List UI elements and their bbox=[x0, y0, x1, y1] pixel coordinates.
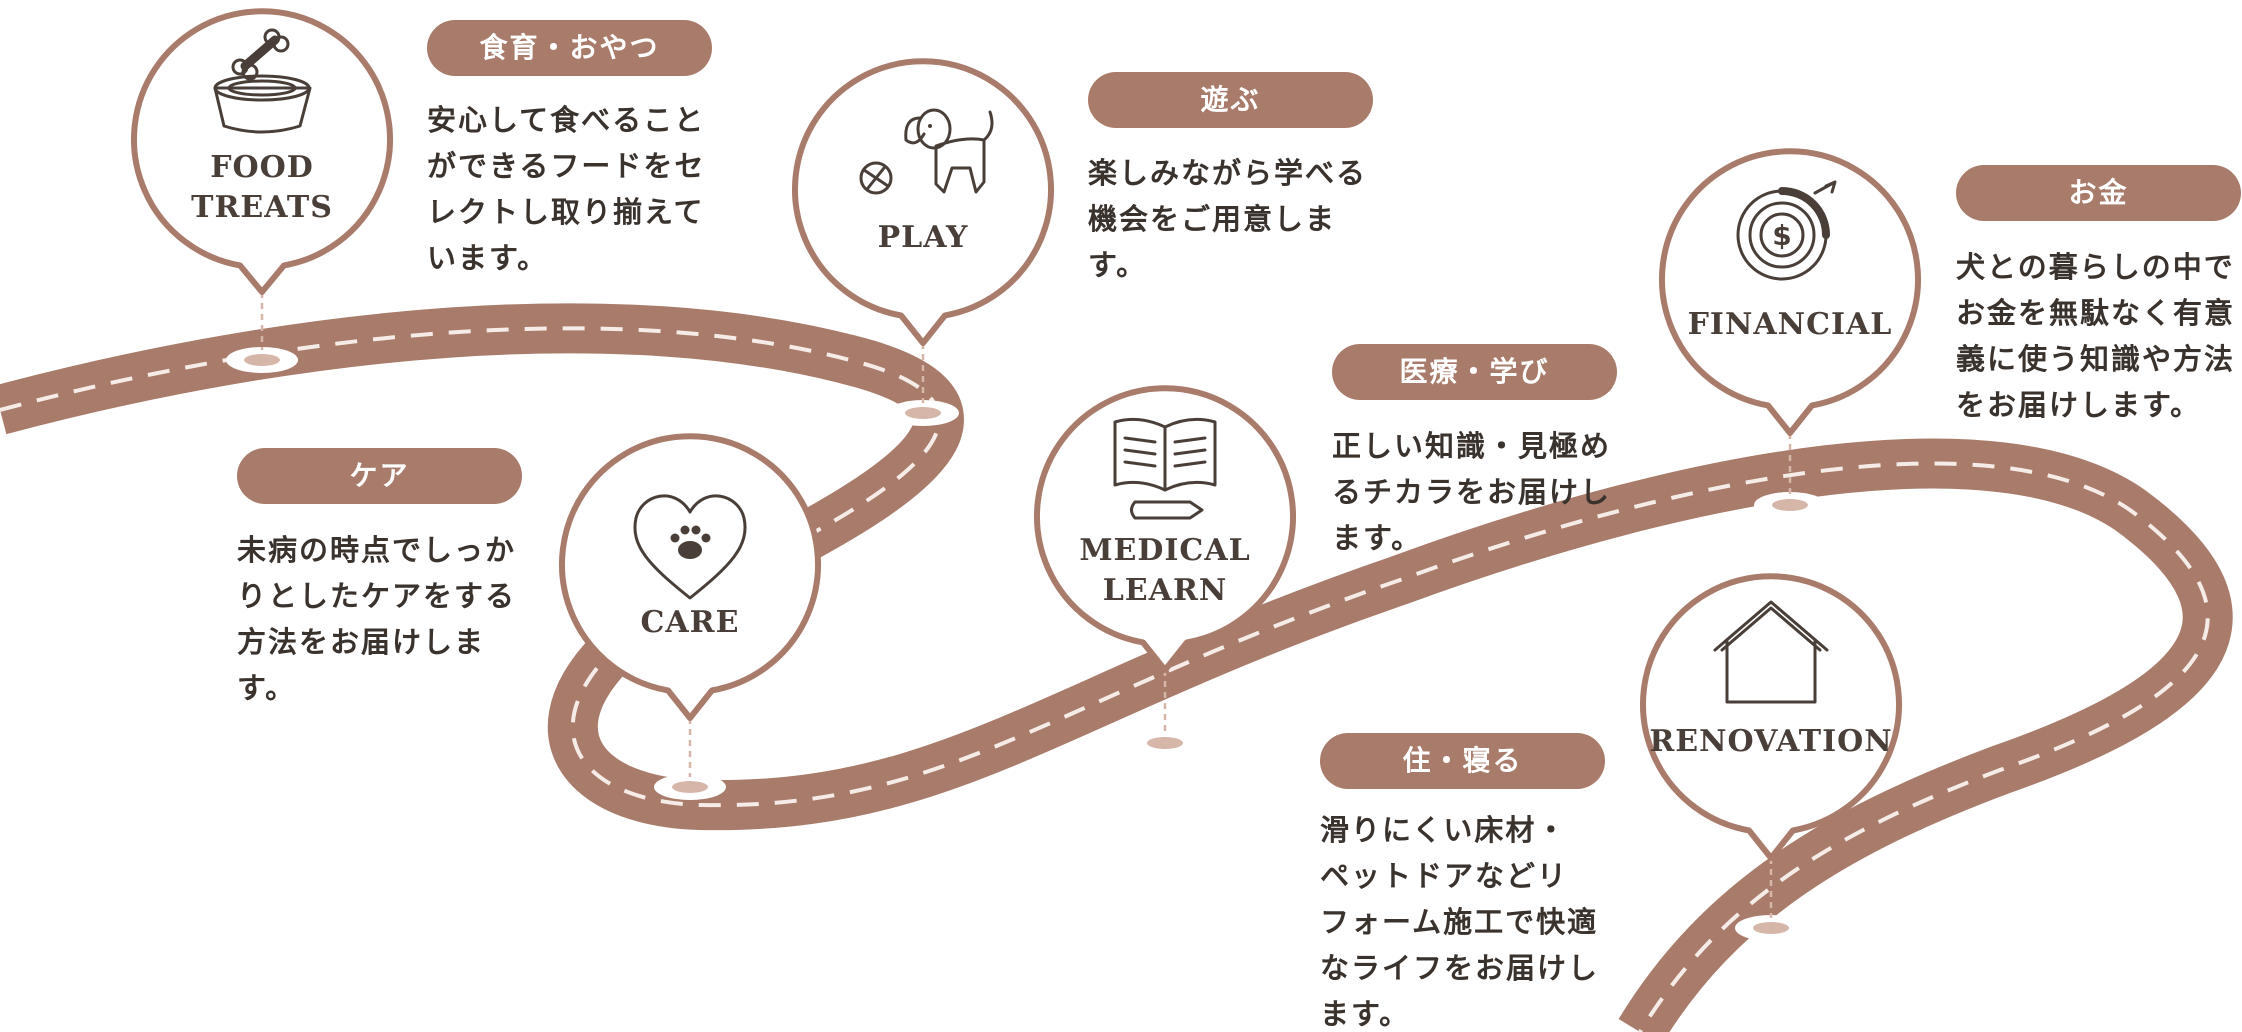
stop-label-play: PLAY bbox=[878, 218, 969, 258]
pin-play bbox=[792, 58, 1054, 346]
stop-label-line: FOOD bbox=[210, 150, 314, 185]
stop-label-line: FINANCIAL bbox=[1687, 307, 1893, 342]
category-pill-medical: 医療・学び bbox=[1332, 344, 1617, 400]
pin-food bbox=[131, 8, 393, 295]
description-line: ます。 bbox=[1332, 521, 1423, 555]
description-line: ペットドアなどリ bbox=[1320, 859, 1569, 893]
marker-care bbox=[654, 774, 726, 800]
stop-label-food: FOOD TREATS bbox=[191, 148, 333, 228]
description-line: 安心して食べること bbox=[427, 103, 706, 137]
stop-label-line: CARE bbox=[640, 605, 740, 640]
stop-label-line: RENOVATION bbox=[1649, 724, 1893, 759]
heart-paw-icon bbox=[633, 494, 747, 600]
pin-financial bbox=[1659, 148, 1921, 436]
road-center-dashes bbox=[0, 326, 2210, 1032]
open-book-icon bbox=[1113, 417, 1217, 520]
dog-with-ball-icon bbox=[859, 108, 994, 195]
category-pill-care: ケア bbox=[237, 448, 522, 504]
description-line: す。 bbox=[237, 671, 297, 705]
stop-label-financial: FINANCIAL bbox=[1688, 305, 1893, 345]
stop-label-care: CARE bbox=[641, 603, 740, 643]
description-line: フォーム施工で快適 bbox=[1320, 905, 1599, 939]
pin-medical bbox=[1034, 385, 1296, 673]
description-line: 方法をお届けしま bbox=[237, 625, 486, 659]
stop-label-medical: MEDICAL LEARN bbox=[1079, 531, 1250, 611]
pin-renovation bbox=[1640, 573, 1902, 861]
stop-label-line: MEDICAL bbox=[1079, 533, 1251, 568]
pin-connectors bbox=[260, 292, 1792, 918]
svg-text:$: $ bbox=[1772, 219, 1791, 252]
category-pill-financial: お金 bbox=[1956, 165, 2241, 221]
description-line: 未病の時点でしっか bbox=[237, 533, 517, 567]
marker-medical bbox=[1129, 730, 1201, 756]
house-icon bbox=[1713, 600, 1829, 704]
stop-label-line: TREATS bbox=[191, 190, 333, 225]
marker-financial bbox=[1754, 492, 1826, 518]
stop-label-renovation: RENOVATION bbox=[1649, 722, 1892, 762]
category-pill-renovation: 住・寝る bbox=[1320, 733, 1605, 789]
description-line: ができるフードをセ bbox=[427, 149, 706, 183]
description-line: をお届けします。 bbox=[1956, 388, 2202, 422]
pin-care bbox=[559, 433, 821, 721]
description-food: 安心して食べること ができるフードをセ レクトし取り揃えて います。 bbox=[427, 97, 705, 281]
description-line: す。 bbox=[1088, 248, 1148, 282]
description-line: るチカラをお届けし bbox=[1332, 475, 1612, 509]
marker-play bbox=[887, 400, 959, 426]
description-line: います。 bbox=[427, 241, 549, 275]
description-line: 義に使う知識や方法 bbox=[1956, 342, 2236, 376]
description-play: 楽しみながら学べる 機会をご用意しま す。 bbox=[1088, 150, 1367, 288]
description-line: りとしたケアをする bbox=[237, 579, 517, 613]
description-medical: 正しい知識・見極め るチカラをお届けし ます。 bbox=[1332, 423, 1611, 561]
description-line: 機会をご用意しま bbox=[1088, 202, 1337, 236]
stop-label-line: LEARN bbox=[1102, 573, 1228, 608]
description-line: 楽しみながら学べる bbox=[1088, 156, 1368, 190]
description-renovation: 滑りにくい床材・ ペットドアなどリ フォーム施工で快適 なライフをお届けし ます… bbox=[1320, 807, 1599, 1032]
description-financial: 犬との暮らしの中で お金を無駄なく有意 義に使う知識や方法 をお届けします。 bbox=[1956, 244, 2235, 428]
description-line: レクトし取り揃えて bbox=[427, 195, 705, 229]
dog-bowl-icon bbox=[213, 28, 312, 134]
marker-food bbox=[226, 347, 298, 373]
description-line: 滑りにくい床材・ bbox=[1320, 813, 1568, 847]
category-pill-food: 食育・おやつ bbox=[427, 20, 712, 76]
description-care: 未病の時点でしっか りとしたケアをする 方法をお届けしま す。 bbox=[237, 527, 516, 711]
description-line: ます。 bbox=[1320, 997, 1411, 1031]
description-line: 正しい知識・見極め bbox=[1332, 429, 1612, 463]
marker-renovation bbox=[1735, 915, 1807, 941]
stop-label-line: PLAY bbox=[877, 220, 969, 255]
category-pill-play: 遊ぶ bbox=[1088, 72, 1373, 128]
description-line: 犬との暮らしの中で bbox=[1956, 250, 2235, 284]
description-line: なライフをお届けし bbox=[1320, 951, 1600, 985]
coin-chart-icon: $ bbox=[1736, 180, 1837, 281]
description-line: お金を無駄なく有意 bbox=[1956, 296, 2236, 330]
